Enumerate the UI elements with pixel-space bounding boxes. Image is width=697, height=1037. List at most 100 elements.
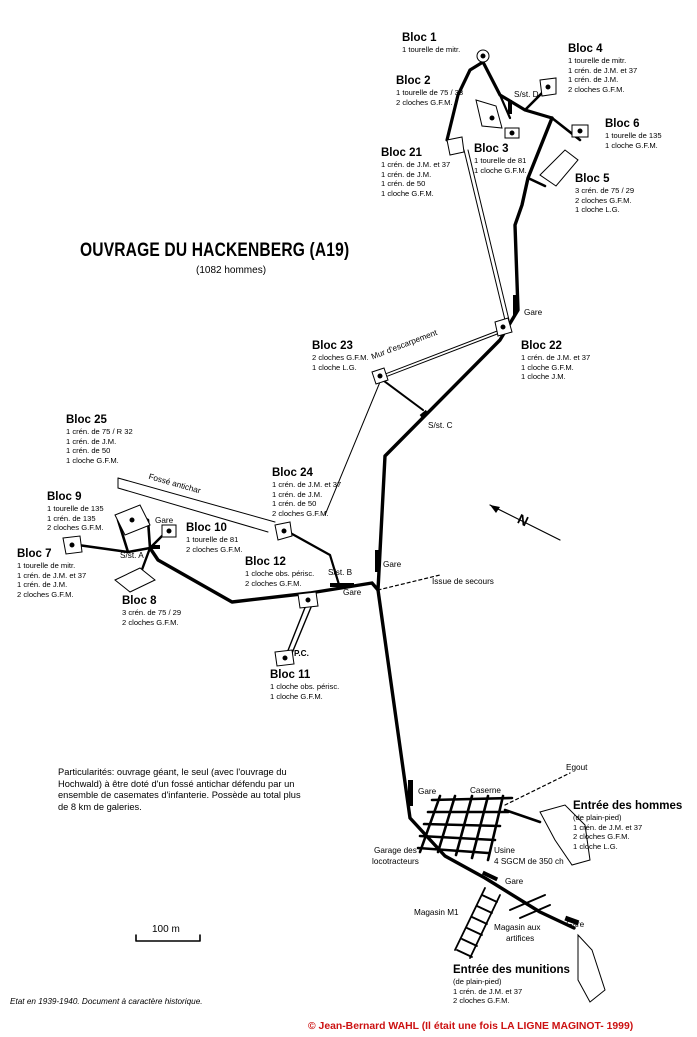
bloc-name: Bloc 24: [272, 467, 313, 479]
gallery-bloc5-branch: [526, 176, 547, 188]
bloc3-shape: [504, 127, 520, 139]
magasin-m1-label: Magasin M1: [414, 908, 459, 917]
egout-label: Egout: [566, 763, 588, 772]
bloc24-shape: [274, 521, 293, 541]
bloc23-shape: [371, 367, 389, 385]
bloc-armament: 1 crén. de J.M. et 37: [381, 160, 451, 169]
gare-label: Gare: [383, 560, 402, 569]
bloc-armament: 2 cloches G.F.M.: [245, 578, 302, 588]
bloc-armament: 1 tourelle de mitr.: [402, 45, 461, 54]
gare-label: Gare: [155, 516, 174, 525]
bloc-name: Bloc 3: [474, 143, 509, 155]
bloc-armament: 1 cloche G.F.M.: [521, 362, 574, 372]
particularites-text: Particularités: ouvrage géant, le seul (…: [58, 767, 301, 812]
bloc-armament: 1 tourelle de 81: [474, 156, 527, 165]
bloc-name: Bloc 10: [186, 522, 227, 534]
magasin-artifices: [509, 894, 546, 911]
bloc-armament: 1 crén. de J.M.: [381, 169, 432, 179]
bloc-armament: 1 cloche G.F.M.: [605, 140, 658, 150]
bloc-armament: 1 crén. de J.M. et 37: [272, 480, 342, 489]
bloc-armament: 1 cloche L.G.: [312, 362, 357, 372]
line-bloc21b: [467, 149, 510, 321]
sst-c-label: S/st. C: [428, 421, 453, 430]
fosse-antichar-1: [117, 477, 276, 523]
gare-bar-entree: [564, 915, 580, 926]
gallery-main: [376, 116, 576, 930]
bloc4-shape: [539, 77, 557, 97]
bloc-name: Bloc 7: [17, 548, 52, 560]
bloc8-shape: [114, 567, 156, 593]
bloc-armament: 2 cloches G.F.M.: [17, 589, 74, 599]
bloc-armament: 2 cloches G.F.M.: [122, 617, 179, 627]
sst-a-bar: [150, 545, 160, 549]
gallery-west: [148, 546, 380, 604]
bloc-armament: 1 tourelle de 135: [605, 131, 662, 140]
gare-label: Gare: [343, 588, 362, 597]
bloc-name: Bloc 21: [381, 147, 422, 159]
bloc-name: Bloc 1: [402, 32, 437, 44]
bloc-armament: 1 cloche L.G.: [573, 841, 618, 851]
bloc-armament: 1 crén. de J.M. et 37: [453, 986, 523, 996]
bloc-armament: 1 cloche obs. périsc.: [245, 569, 315, 578]
gare-bar-south: [408, 780, 413, 806]
gallery-bloc7: [76, 543, 130, 554]
bloc-armament: 1 crén. de J.M.: [66, 436, 117, 446]
bloc-armament: 1 tourelle de 81: [186, 535, 239, 544]
bloc-armament: 1 cloche G.F.M.: [381, 188, 434, 198]
bloc-name: Bloc 22: [521, 340, 562, 352]
magasin-artifices-2: [519, 904, 551, 919]
bloc9-shape: [114, 504, 151, 536]
bloc-armament: 2 cloches G.F.M.: [272, 508, 329, 518]
bloc-armament: 1 crén. de J.M.: [272, 489, 323, 499]
copyright: © Jean-Bernard WAHL (Il était une fois L…: [308, 1021, 634, 1032]
gare-label: Gare: [505, 877, 524, 886]
scale-bar: [135, 934, 201, 942]
bloc-armament: 2 cloches G.F.M.: [573, 832, 630, 842]
bloc-armament: 1 cloche L.G.: [575, 205, 620, 215]
bloc-name: Entrée des munitions: [453, 964, 570, 976]
bloc5-shape: [539, 149, 579, 187]
bloc-armament: 1 cloche G.F.M.: [270, 691, 323, 701]
mur-escarpement-2: [379, 330, 506, 380]
egout-line: [504, 772, 571, 806]
bloc-armament: 1 crén. de J.M.: [568, 75, 619, 85]
issue-secours: [377, 574, 441, 591]
pc-label: P.C.: [294, 649, 309, 658]
fosse-antichar-2: [117, 487, 269, 533]
bloc-armament: 1 crén. de J.M. et 37: [568, 65, 638, 75]
sst-d-label: S/st. D: [514, 90, 539, 99]
gare-bar-22: [513, 295, 517, 315]
bloc-armament: (de plain-pied): [453, 977, 502, 986]
north-arrow: [489, 504, 561, 541]
bloc12-shape: [297, 591, 319, 609]
entree-munitions-shape: [577, 933, 606, 1003]
map-subtitle: (1082 hommes): [196, 265, 267, 276]
caserne-grid: [416, 794, 514, 862]
bloc-armament: 1 tourelle de mitr.: [17, 561, 76, 570]
gallery-bloc23-wall: [379, 377, 424, 411]
gallery-bloc24: [283, 528, 342, 590]
gallery-bloc11b: [289, 599, 315, 659]
gare-label: Gare: [418, 787, 437, 796]
bloc-armament: 1 crén. de J.M.: [17, 580, 68, 590]
bloc-name: Bloc 4: [568, 43, 603, 55]
entree-hommes-shape: [539, 804, 591, 866]
sst-d-bar: [508, 100, 512, 114]
bloc7-shape: [62, 535, 83, 555]
sst-b-label: S/st. B: [328, 568, 353, 577]
bloc-armament: 1 crén. de 75 / R 32: [66, 427, 133, 436]
usine-label-2: 4 SGCM de 350 ch: [494, 857, 564, 866]
bloc1-shape: [476, 49, 490, 63]
gallery-bloc3-branch: [498, 93, 512, 120]
north-arrow-head: [490, 505, 500, 513]
